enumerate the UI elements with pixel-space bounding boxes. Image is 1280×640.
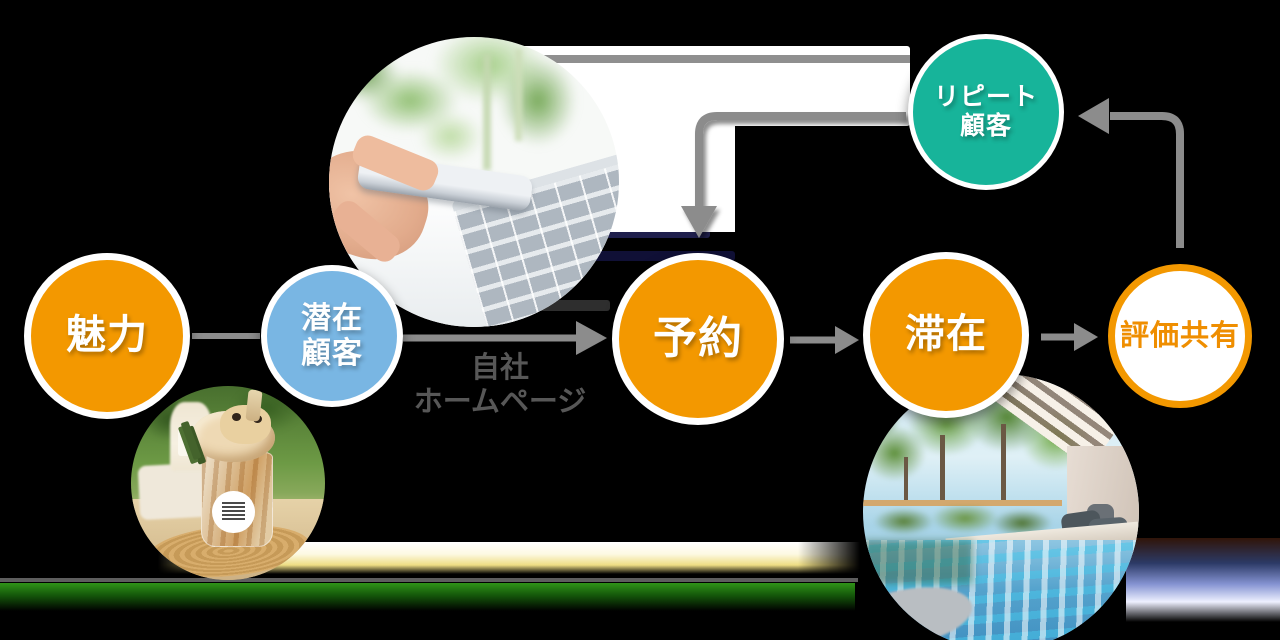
node-miryoku-label: 魅力 <box>66 313 148 358</box>
artifact-streak <box>560 230 710 238</box>
edge-label-jisha-homepage: 自社 ホームページ <box>388 351 612 419</box>
node-yoyaku: 予約 <box>612 253 784 425</box>
arrow-yoyaku-taizai <box>790 326 859 354</box>
node-taizai: 滞在 <box>863 252 1029 418</box>
node-senzai-line2: 顧客 <box>301 337 363 370</box>
node-hyouka-kyoyu: 評価共有 <box>1108 264 1252 408</box>
bottom-divider-line <box>0 578 858 582</box>
bottom-right-gradient-band <box>1126 538 1280 622</box>
plant-stem <box>514 48 522 142</box>
tree-trunk <box>904 456 909 507</box>
node-yoyaku-label: 予約 <box>653 314 743 364</box>
tree-trunk <box>1001 423 1006 507</box>
node-miryoku: 魅力 <box>24 253 190 419</box>
arrow-taizai-hyouka <box>1041 323 1098 351</box>
edge-label-line2: ホームページ <box>413 386 587 419</box>
node-senzai-line1: 潜在 <box>301 301 363 335</box>
dessert-photo <box>131 386 325 580</box>
white-panel-topbar <box>473 55 910 63</box>
node-repeat-kokyaku: リピート 顧客 <box>908 34 1064 190</box>
water-reflection <box>863 539 974 584</box>
node-senzai-kokyaku: 潜在 顧客 <box>261 265 403 407</box>
arrow-repeat-to-yoyaku <box>681 112 906 238</box>
cookie-topper <box>220 405 271 445</box>
edge-label-line1: 自社 <box>470 352 529 384</box>
arrow-hyouka-to-repeat <box>1078 98 1184 248</box>
tree-trunk <box>940 434 946 507</box>
node-repeat-line2: 顧客 <box>959 112 1012 140</box>
bottom-green-band <box>0 583 855 611</box>
wooden-railing <box>863 499 1062 507</box>
plant-stem <box>482 54 491 171</box>
node-hyouka-label: 評価共有 <box>1119 319 1240 352</box>
node-taizai-label: 滞在 <box>905 312 987 357</box>
cookie-eye <box>231 413 241 422</box>
node-repeat-line1: リピート <box>933 82 1038 111</box>
arrow-senzai-yoyaku <box>403 321 607 355</box>
cup-logo <box>222 500 246 520</box>
laptop-smartphone-photo <box>329 37 619 327</box>
